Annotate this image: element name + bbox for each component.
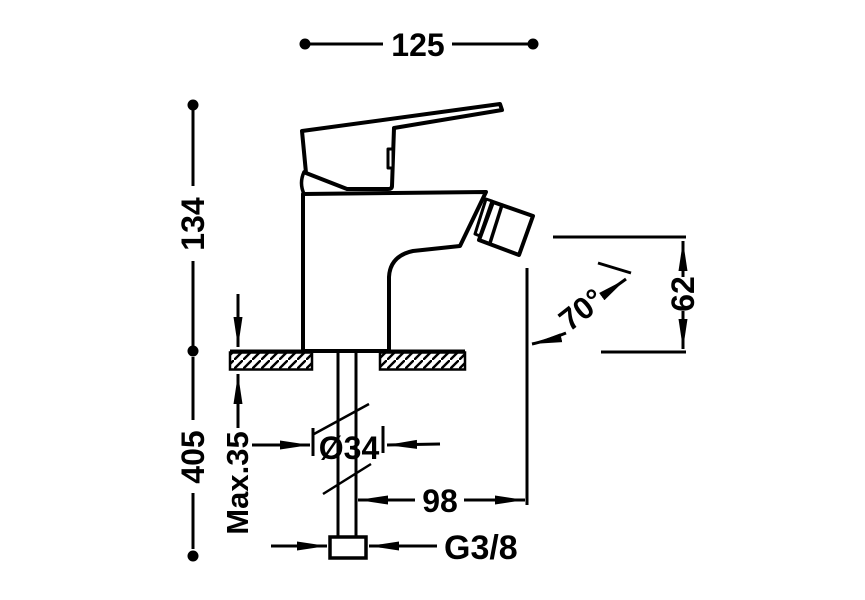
dim-dot xyxy=(187,345,199,357)
dim-spout-projection xyxy=(358,268,529,505)
dim-body-height-label: 134 xyxy=(175,197,211,251)
supply-pipe xyxy=(313,353,372,560)
handle-pin-detail xyxy=(386,147,395,170)
deck-hatch-right xyxy=(378,351,467,371)
dim-hole-diameter-label: Ø34 xyxy=(319,430,380,466)
dim-hole-diameter xyxy=(252,426,441,456)
faucet-body xyxy=(301,190,488,353)
dim-dot xyxy=(527,38,539,50)
angle-arc-left xyxy=(531,331,567,346)
inlet-connector xyxy=(328,535,368,560)
dim-overall-width xyxy=(299,38,539,50)
dim-under-counter-depth-label: 405 xyxy=(175,430,211,483)
pipe-break-slash-upper xyxy=(313,402,370,436)
spout-nozzle-collar-line xyxy=(488,203,504,245)
handle-lever xyxy=(300,102,504,191)
angle-reference-line xyxy=(597,261,632,275)
dim-spout-angle-label: 70° xyxy=(552,282,610,338)
dim-outlet-height-label: 62 xyxy=(665,276,701,312)
dim-spout-projection-label: 98 xyxy=(422,483,458,519)
dim-under-counter-depth xyxy=(187,357,199,562)
dim-max-deck-thickness-label: Max.35 xyxy=(220,431,255,534)
dim-spout-angle xyxy=(531,261,632,346)
deck-hatch-left xyxy=(228,351,314,371)
arrow-left xyxy=(386,439,441,449)
mounting-deck xyxy=(228,349,467,371)
handle-neck-curve xyxy=(299,170,306,196)
dim-dot xyxy=(187,99,199,111)
dim-overall-width-label: 125 xyxy=(391,27,444,63)
dim-outlet-height xyxy=(553,235,688,354)
dim-dot xyxy=(187,550,199,562)
pipe-break-slash-lower xyxy=(322,462,372,496)
dim-dot xyxy=(299,38,311,50)
angle-arc-right xyxy=(599,277,627,301)
spout-nozzle xyxy=(477,200,535,257)
dim-inlet-thread-label: G3/8 xyxy=(444,529,518,567)
faucet-outline xyxy=(299,102,535,353)
dim-body-height xyxy=(187,99,199,357)
